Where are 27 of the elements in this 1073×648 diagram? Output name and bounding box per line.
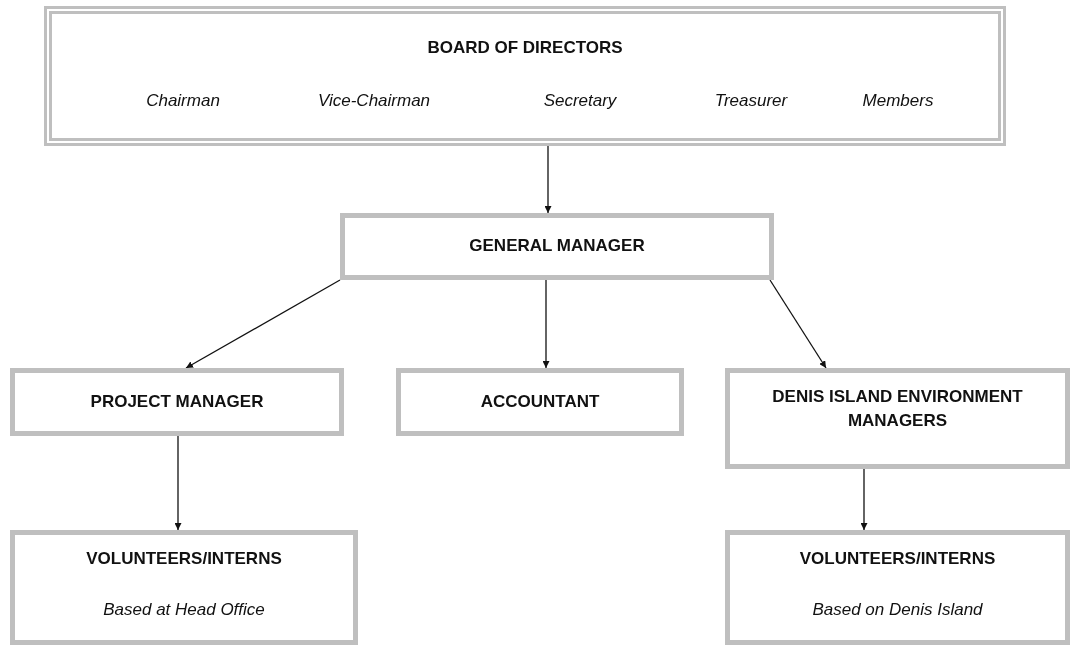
org-box xyxy=(10,368,344,436)
role-title: ACCOUNTANT xyxy=(479,391,601,413)
org-box xyxy=(340,213,774,280)
role-title: DENIS ISLAND ENVIRONMENT MANAGERS xyxy=(771,386,1024,432)
member-role: Secretary xyxy=(543,90,617,112)
org-box xyxy=(10,530,358,645)
role-title: VOLUNTEERS/INTERNS xyxy=(798,548,997,570)
role-title: GENERAL MANAGER xyxy=(468,235,646,257)
org-box xyxy=(725,530,1070,645)
member-role: Treasurer xyxy=(714,90,788,112)
role-title: PROJECT MANAGER xyxy=(89,391,265,413)
member-role: Vice-Chairman xyxy=(317,90,431,112)
member-role: Chairman xyxy=(146,90,220,112)
arrow xyxy=(860,468,868,531)
location-note: Based at Head Office xyxy=(102,599,266,621)
arrow xyxy=(544,145,552,214)
org-box xyxy=(44,6,1006,146)
role-title: BOARD OF DIRECTORS xyxy=(426,37,624,59)
org-box xyxy=(725,368,1070,469)
location-note: Based on Denis Island xyxy=(811,599,984,621)
arrow xyxy=(185,279,341,369)
org-box xyxy=(396,368,684,436)
arrow xyxy=(769,279,827,369)
role-title: VOLUNTEERS/INTERNS xyxy=(85,548,283,570)
arrow xyxy=(174,435,182,531)
member-role: Members xyxy=(862,90,934,112)
arrow xyxy=(542,279,550,369)
